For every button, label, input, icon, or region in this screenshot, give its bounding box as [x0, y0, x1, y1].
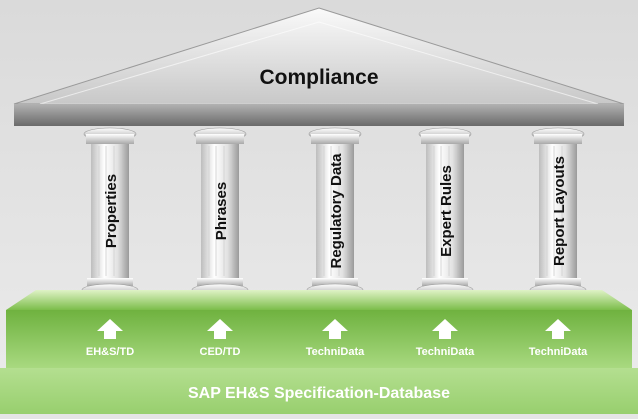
- pillar-base: [87, 278, 133, 286]
- data-source-2: CED/TD: [200, 319, 241, 358]
- database-band: [0, 368, 638, 414]
- source-label: CED/TD: [200, 346, 241, 358]
- pillar-2: Phrases: [191, 127, 249, 297]
- pillar-3: Regulatory Data: [306, 127, 364, 297]
- pillar-label: Properties: [103, 174, 120, 248]
- pillar-label: Phrases: [213, 182, 230, 240]
- pillar-capital-block: [421, 134, 469, 144]
- pillar-capital-block: [534, 134, 582, 144]
- pillar-shaft: [539, 144, 577, 278]
- roof: Compliance: [13, 7, 625, 126]
- source-label: EH&S/TD: [86, 346, 134, 358]
- up-arrow-icon: [207, 319, 233, 339]
- data-source-3: TechniData: [306, 319, 365, 358]
- source-label: TechniData: [416, 346, 475, 358]
- pillar-shaft: [201, 144, 239, 278]
- data-sources: EH&S/TD CED/TD TechniData TechniData TechniD…: [86, 319, 588, 358]
- pillar-capital-block: [311, 134, 359, 144]
- data-source-1: EH&S/TD: [86, 319, 134, 358]
- pillar-capital-block: [196, 134, 244, 144]
- source-label: TechniData: [306, 346, 365, 358]
- roof-entablature: [14, 104, 624, 126]
- compliance-title: Compliance: [259, 66, 378, 89]
- pillars: Properties Phrases Regulatory Data Expert R…: [81, 127, 587, 297]
- pillar-label: Expert Rules: [438, 165, 455, 257]
- up-arrow-icon: [97, 319, 123, 339]
- pillar-label: Regulatory Data: [328, 153, 345, 269]
- up-arrow-icon: [322, 319, 348, 339]
- pillar-shaft: [426, 144, 464, 278]
- pillar-4: Expert Rules: [416, 127, 474, 297]
- data-source-4: TechniData: [416, 319, 475, 358]
- database-label: SAP EH&S Specification-Database: [188, 385, 450, 402]
- pillar-label: Report Layouts: [551, 156, 568, 266]
- pillar-shaft: [316, 144, 354, 278]
- pillar-base: [312, 278, 358, 286]
- pillar-capital-block: [86, 134, 134, 144]
- grass-top: [6, 290, 632, 310]
- source-label: TechniData: [529, 346, 588, 358]
- pillar-shaft: [91, 144, 129, 278]
- pillar-base: [197, 278, 243, 286]
- up-arrow-icon: [545, 319, 571, 339]
- up-arrow-icon: [432, 319, 458, 339]
- pillar-base: [422, 278, 468, 286]
- data-source-5: TechniData: [529, 319, 588, 358]
- pillar-base: [535, 278, 581, 286]
- sources-band: [6, 310, 632, 368]
